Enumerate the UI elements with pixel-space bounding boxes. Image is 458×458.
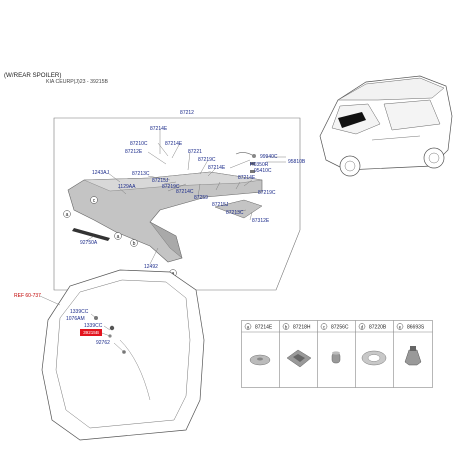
fastener-icon xyxy=(404,349,422,366)
legend-part-a: 87214E xyxy=(255,325,273,331)
legend-cell-b: b 87218H xyxy=(282,323,312,368)
rear-spoiler-illustration xyxy=(67,171,263,263)
legend-letter-a: a xyxy=(247,324,250,329)
legend-part-c: 87256C xyxy=(331,325,349,331)
tailgate-labels: REF 60-737 1339CC 1076AM 1339CC 39215B 9… xyxy=(14,293,126,354)
legend-letter-e: e xyxy=(399,324,402,329)
legend-part-b: 87218H xyxy=(293,325,311,331)
label-1339CC-a: 1339CC xyxy=(70,309,89,315)
vehicle-illustration xyxy=(319,75,453,177)
legend-letter-d: d xyxy=(361,324,364,329)
diagram-subtitle: KIA CEURP(J)23 - 39215B xyxy=(46,79,108,85)
washer-nozzle-icon xyxy=(252,154,256,158)
vehicle-spoiler-highlight xyxy=(338,112,366,128)
label-1243AJ: 1243AJ xyxy=(92,170,109,176)
label-87210C: 87210C xyxy=(130,141,148,147)
legend-cell-d: d 87220B xyxy=(358,323,387,366)
tailgate-illustration xyxy=(41,269,205,441)
callout-a-2: a xyxy=(117,234,120,240)
legend-part-e: 86693S xyxy=(407,325,425,331)
callout-a-1: a xyxy=(66,212,69,218)
label-87219C-c: 87219C xyxy=(258,190,276,196)
label-12492: 12492 xyxy=(144,264,158,270)
assembly-outline xyxy=(53,117,301,291)
label-87219C-b: 87219C xyxy=(162,184,180,190)
label-87221: 87221 xyxy=(188,149,202,155)
label-87215J-a: 87215J xyxy=(152,178,169,184)
leader-lines xyxy=(85,128,286,265)
label-1129AA: 1129AA xyxy=(118,184,136,190)
spoiler-callouts: a a b a c xyxy=(63,196,177,277)
label-87259: 87259 xyxy=(194,195,208,201)
label-87214E-d: 87214E xyxy=(238,175,256,181)
label-95810B: 95810B xyxy=(288,159,306,165)
label-87213C-a: 87213C xyxy=(132,171,150,177)
label-87215J-b: 87215J xyxy=(212,202,229,208)
label-87214E-c: 87214E xyxy=(208,165,226,171)
label-1076AM: 1076AM xyxy=(66,316,85,322)
svg-text:39215B: 39215B xyxy=(83,330,99,335)
label-92750A: 92750A xyxy=(80,240,98,246)
legend-cell-a: a 87214E xyxy=(244,323,273,366)
label-87213C-b: 87213C xyxy=(226,210,244,216)
legend-cell-e: e 86693S xyxy=(396,323,425,366)
washer-hose-group: 99940C 95810B H0350R 95410C xyxy=(235,152,306,174)
label-87312E: 87312E xyxy=(252,218,270,224)
callout-b: b xyxy=(133,241,136,247)
diagram-header: (W/REAR SPOILER) KIA CEURP(J)23 - 39215B xyxy=(4,72,108,86)
legend-cell-c: c 87256C xyxy=(320,323,349,364)
label-87212E: 87212E xyxy=(125,149,143,155)
label-99940C: 99940C xyxy=(260,154,278,160)
diagram-title: (W/REAR SPOILER) xyxy=(4,72,62,79)
label-87214E-b: 87214E xyxy=(165,141,183,147)
callout-c: c xyxy=(93,198,96,204)
parts-legend-table: a 87214E b 87218H c 87256C d 87220B xyxy=(241,320,433,388)
label-87219C-a: 87219C xyxy=(198,157,216,163)
label-95410C: 95410C xyxy=(254,168,272,174)
label-87212: 87212 xyxy=(180,110,194,116)
stop-lamp-strip xyxy=(72,228,110,241)
legend-letter-c: c xyxy=(323,324,326,329)
label-87214E-a: 87214E xyxy=(150,126,168,132)
label-1339CC-b: 1339CC xyxy=(84,323,103,329)
label-H0350R: H0350R xyxy=(250,162,269,168)
part-labels: 87214E 87210C 87214E 87212E 87221 87219C… xyxy=(80,126,276,270)
label-87214C: 87214C xyxy=(176,189,194,195)
ref-label: REF 60-737 xyxy=(14,293,41,299)
label-92762: 92762 xyxy=(96,340,110,346)
legend-letter-b: b xyxy=(285,324,288,329)
legend-part-d: 87220B xyxy=(369,325,387,331)
highlighted-part-39215B[interactable]: 39215B xyxy=(80,329,102,336)
